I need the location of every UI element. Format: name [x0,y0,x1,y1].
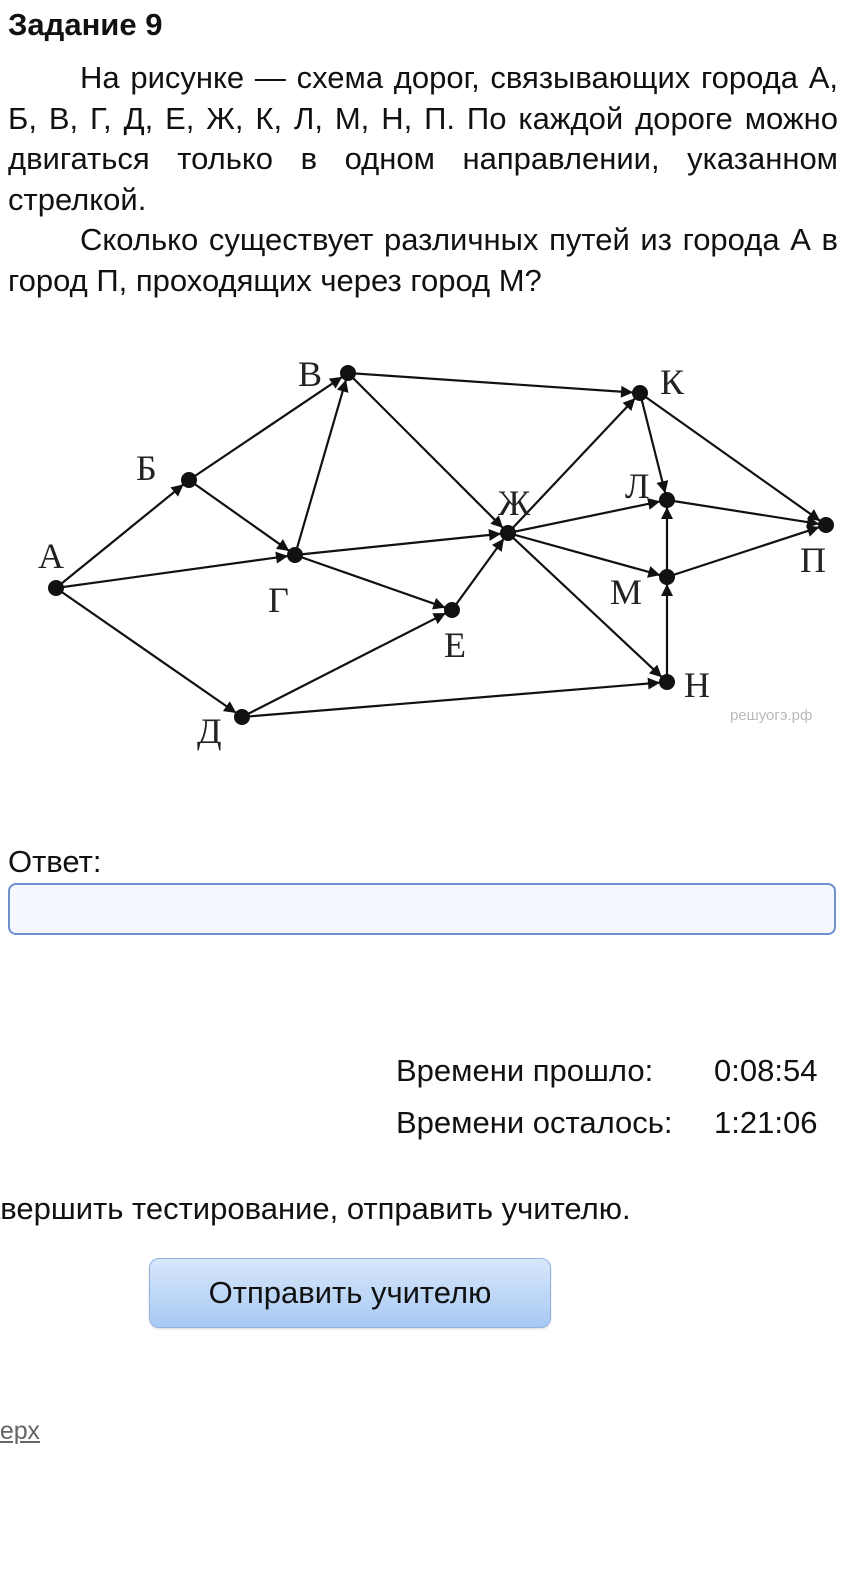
finish-text: авершить тестирование, отправить учителю… [0,1191,631,1226]
edge-zh-m [507,531,661,578]
edge-k-p [639,392,821,522]
elapsed-value: 0:08:54 [714,1053,818,1088]
edge-e-zh [451,538,505,611]
node-d [234,709,250,725]
edge-v-zh [347,372,504,529]
road-network-diagram: А Б В Г Д Е Ж К Л М Н П решуогэ.рф [38,354,834,751]
timers: Времени прошло: 0:08:54 Времени осталось… [396,1045,817,1149]
node-label-b: Б [136,448,157,488]
edge-k-l [638,392,669,494]
edge-b-g [188,479,290,552]
edge-zh-k [507,397,636,534]
edge-g-e [294,553,446,610]
task-text: На рисунке — схема дорог, связывающих го… [8,58,838,301]
edge-zh-n [507,532,663,679]
node-label-v: В [298,354,322,394]
node-label-zh: Ж [498,483,531,523]
edge-a-b [55,483,185,589]
node-g [287,547,303,563]
node-a [48,580,64,596]
to-top-link[interactable]: аверх [0,1417,40,1445]
answer-input[interactable] [8,883,836,935]
elapsed-label: Времени прошло: [396,1053,654,1088]
remaining-value: 1:21:06 [714,1105,818,1140]
node-b [181,472,197,488]
edge-d-n [241,677,661,719]
node-label-l: Л [625,466,649,506]
edge-m-p [666,525,820,579]
node-label-p: П [800,540,826,580]
node-zh [500,525,516,541]
edge-l-p [666,498,820,528]
node-label-m: М [610,572,642,612]
edge-g-zh [294,528,502,557]
edge-zh-l [507,497,661,535]
remaining-label: Времени осталось: [396,1105,673,1140]
node-label-n: Н [684,665,710,705]
node-label-d: Д [197,711,222,751]
task-title: Задание 9 [8,7,163,42]
timer-elapsed: Времени прошло: 0:08:54 [396,1045,817,1097]
node-n [659,674,675,690]
answer-label: Ответ: [8,844,102,879]
send-to-teacher-button[interactable]: Отправить учителю [149,1258,551,1328]
watermark: решуогэ.рф [730,707,812,724]
node-p [818,517,834,533]
edge-b-v [188,375,343,481]
node-m [659,569,675,585]
edge-a-d [55,587,237,714]
node-label-a: А [38,536,64,576]
timer-remaining: Времени осталось: 1:21:06 [396,1097,817,1149]
node-v [340,365,356,381]
node-e [444,602,460,618]
node-k [632,385,648,401]
node-label-e: Е [444,625,466,665]
edge-a-g [55,551,289,590]
edge-d-e [241,612,447,718]
task-paragraph-2: Сколько существует различных путей из го… [8,222,838,298]
edge-g-v [293,379,349,556]
edge-v-k [347,371,634,398]
node-label-k: К [660,362,685,402]
node-l [659,492,675,508]
task-paragraph-1: На рисунке — схема дорог, связывающих го… [8,60,838,217]
node-label-g: Г [268,580,289,620]
